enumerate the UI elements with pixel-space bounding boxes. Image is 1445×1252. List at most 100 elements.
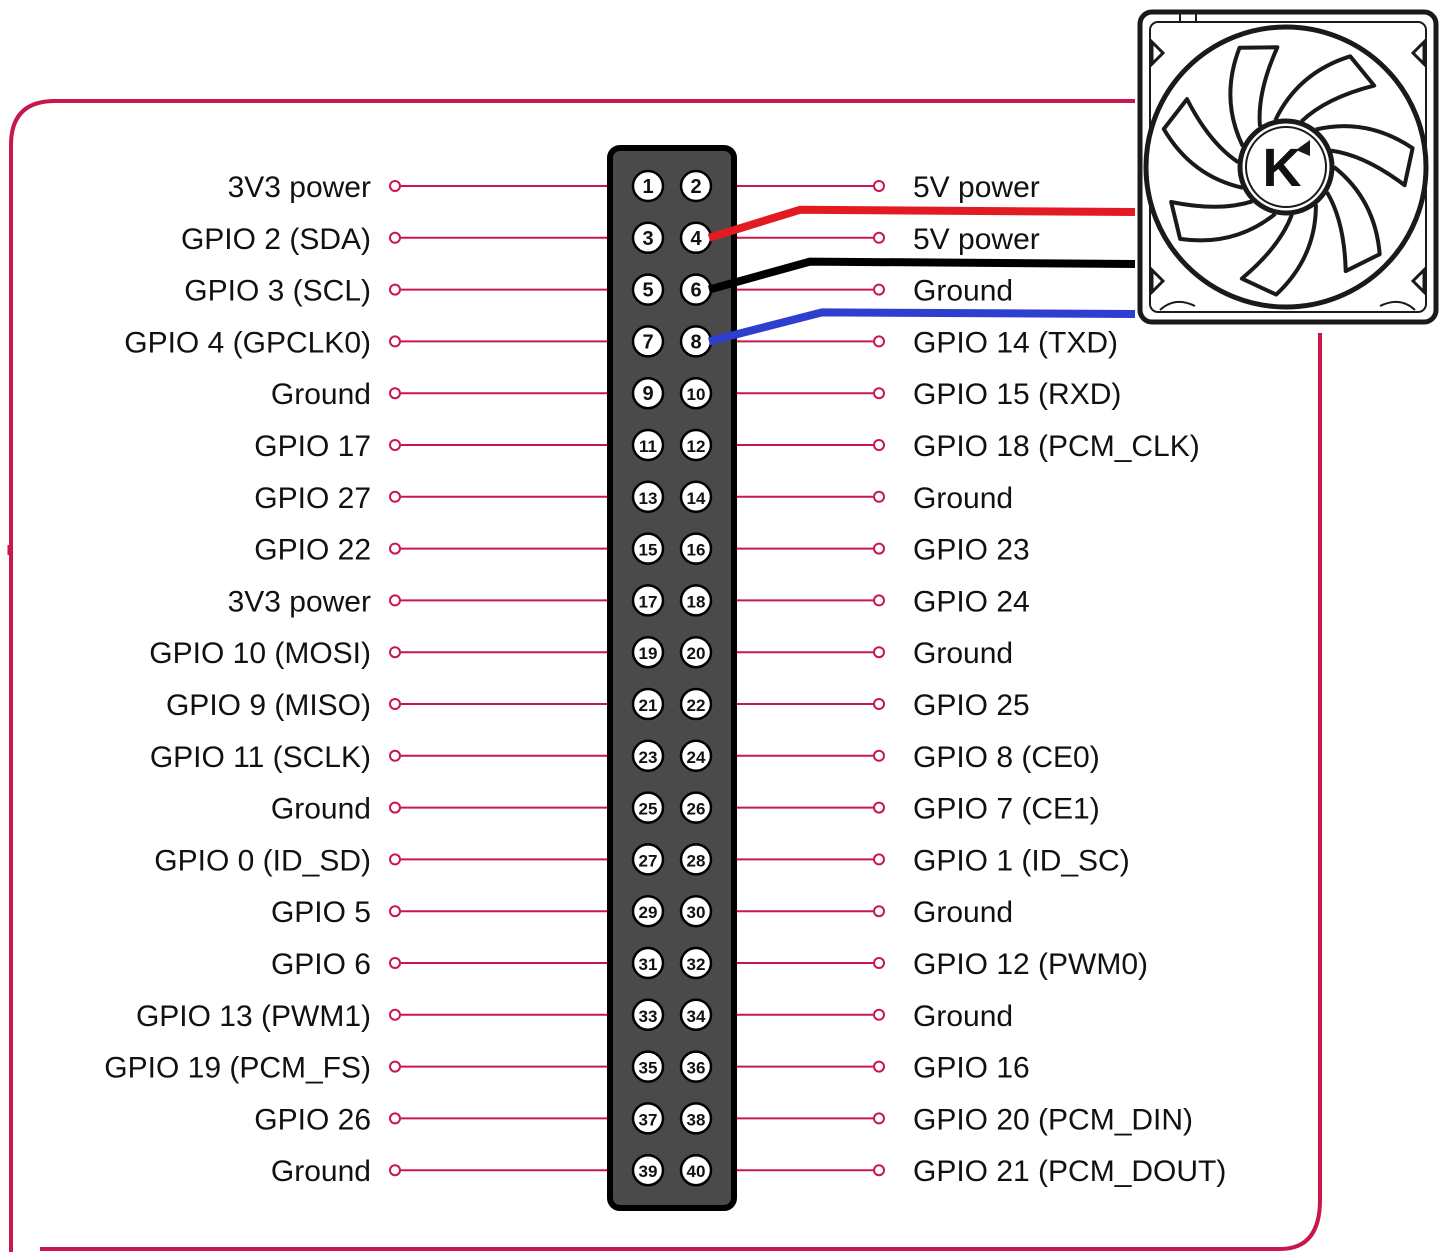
pin-30: 30 xyxy=(679,894,713,928)
pin-number: 38 xyxy=(687,1110,706,1129)
pin-circle xyxy=(679,791,713,824)
pin-number: 35 xyxy=(639,1059,658,1078)
left-pin-label: GPIO 9 (MISO) xyxy=(166,689,371,722)
connector-end xyxy=(873,542,885,555)
pin-number: 37 xyxy=(639,1110,658,1129)
pin-11: 11 xyxy=(631,428,665,462)
left-pin-label: GPIO 0 (ID_SD) xyxy=(154,844,371,877)
connector-end xyxy=(873,387,885,400)
fan-logo-text: K xyxy=(1263,138,1302,198)
right-pin-label: GPIO 24 xyxy=(913,585,1030,618)
pin-circle xyxy=(679,428,713,462)
pin-circle xyxy=(631,1153,665,1187)
connector-end xyxy=(389,1164,401,1177)
pin-36: 36 xyxy=(679,1050,713,1083)
pin-32: 32 xyxy=(679,946,713,980)
pin-circle xyxy=(631,739,665,773)
connector-end xyxy=(389,335,401,348)
pin-37: 37 xyxy=(631,1102,665,1135)
board-outline xyxy=(9,99,1322,1252)
pin-number: 40 xyxy=(687,1162,706,1181)
left-pin-label: GPIO 11 (SCLK) xyxy=(150,741,371,774)
pin-21: 21 xyxy=(631,687,665,721)
pin-6: 6 xyxy=(679,273,713,306)
connector-end xyxy=(873,646,885,659)
pin-10: 10 xyxy=(679,376,713,410)
pin-number: 8 xyxy=(690,331,701,353)
pin-circle xyxy=(631,376,665,410)
pin-circle xyxy=(631,843,665,876)
connector-end xyxy=(389,801,401,814)
pin-circle xyxy=(631,584,665,617)
left-pin-label: 3V3 power xyxy=(228,171,371,204)
pin-35: 35 xyxy=(631,1050,665,1083)
pin-number: 19 xyxy=(639,644,658,663)
right-pin-label: GPIO 8 (CE0) xyxy=(913,741,1100,774)
connector-end xyxy=(389,1008,401,1021)
connector-end xyxy=(389,646,401,659)
left-pin-label: GPIO 17 xyxy=(254,430,371,463)
pin-circle xyxy=(631,791,665,824)
connector-end xyxy=(389,231,401,244)
pin-circle xyxy=(631,221,665,255)
pin-19: 19 xyxy=(631,635,665,669)
fan-wires xyxy=(707,205,1136,346)
connector-end xyxy=(389,387,401,400)
connector-end xyxy=(873,283,885,296)
fan-blades xyxy=(1161,45,1415,297)
pin-number: 5 xyxy=(642,280,653,302)
connector-end xyxy=(873,905,885,918)
pin-2: 2 xyxy=(679,169,713,203)
pin-circle xyxy=(679,376,713,410)
pin-12: 12 xyxy=(679,428,713,462)
fan-icon: K xyxy=(1137,9,1439,325)
pin-number: 39 xyxy=(639,1162,658,1181)
pin-number: 9 xyxy=(642,383,653,405)
pin-number: 12 xyxy=(687,437,706,456)
right-pin-label: GPIO 18 (PCM_CLK) xyxy=(913,430,1200,463)
left-pin-label: GPIO 10 (MOSI) xyxy=(149,637,371,670)
fan-blade xyxy=(1228,45,1280,148)
pin-23: 23 xyxy=(631,739,665,773)
pin-3: 3 xyxy=(631,221,665,255)
connector-end xyxy=(873,594,885,607)
pin-number: 17 xyxy=(639,592,658,611)
pin-number: 6 xyxy=(690,280,701,302)
pin-circle xyxy=(679,1153,713,1187)
pin-number: 36 xyxy=(687,1059,706,1078)
pin-29: 29 xyxy=(631,894,665,928)
pin-number: 18 xyxy=(687,592,706,611)
fan-blade xyxy=(1325,165,1382,274)
left-pin-label: GPIO 19 (PCM_FS) xyxy=(104,1052,371,1085)
connector-end xyxy=(389,853,401,866)
pin-number: 13 xyxy=(639,489,658,508)
connector-end xyxy=(873,957,885,969)
connector-end xyxy=(873,698,885,710)
pin-circle xyxy=(679,584,713,617)
left-pin-label: GPIO 5 xyxy=(271,896,371,929)
pin-number: 32 xyxy=(687,955,706,974)
pin-13: 13 xyxy=(631,480,665,514)
connector-end xyxy=(389,698,401,710)
pin-number: 31 xyxy=(639,955,658,974)
pin-number: 1 xyxy=(642,176,653,198)
pin-20: 20 xyxy=(679,635,713,669)
pin-circle xyxy=(631,428,665,462)
fan-corner-cut-bl xyxy=(1159,300,1196,311)
fan-logo-accent xyxy=(1296,140,1310,156)
right-pin-label: GPIO 25 xyxy=(913,689,1030,722)
connector-end xyxy=(389,749,401,762)
left-pin-label: GPIO 2 (SDA) xyxy=(181,223,371,256)
connector-end xyxy=(389,594,401,607)
pin-34: 34 xyxy=(679,998,713,1032)
connector-end xyxy=(873,801,885,814)
red-wire xyxy=(707,205,1136,242)
pin-circle xyxy=(631,946,665,980)
fan-corner-br xyxy=(1410,266,1426,296)
fan-blade xyxy=(1273,54,1377,123)
connector-end xyxy=(389,439,401,451)
right-pin-label: Ground xyxy=(913,275,1013,308)
fan-corner-tl xyxy=(1150,38,1166,68)
connector-end xyxy=(389,542,401,555)
right-pin-label: 5V power xyxy=(913,223,1040,256)
